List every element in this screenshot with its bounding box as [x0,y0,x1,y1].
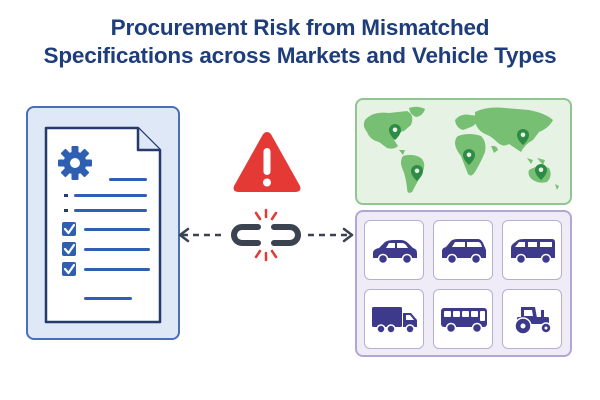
checkbox-icon [62,222,76,276]
arrow-left-icon [178,227,190,243]
broken-chain-icon [231,208,301,262]
gear-icon [58,146,92,180]
world-map-card [355,98,572,205]
vehicle-tile-sedan [364,220,424,280]
bus-icon [441,308,487,334]
title-line-2: Specifications across Markets and Vehicl… [43,43,557,68]
vehicle-tile-truck [364,289,424,349]
tractor-icon [514,307,552,335]
van-icon [511,239,555,265]
vehicle-tile-tractor [502,289,562,349]
world-map-icon [363,106,559,193]
hatchback-icon [442,239,486,265]
page-title: Procurement Risk from Mismatched Specifi… [0,14,600,70]
vehicle-types-panel [355,210,572,357]
vehicle-tile-van [502,220,562,280]
car-icon [373,240,417,265]
specification-card [26,106,180,340]
document-gear-icon [44,126,162,324]
vehicle-tile-hatchback [433,220,493,280]
location-pin-icon [389,124,547,181]
arrow-right-icon [342,227,354,243]
broken-link-connector [178,208,354,262]
warning-triangle-icon [233,132,301,192]
truck-icon [372,307,417,334]
title-line-1: Procurement Risk from Mismatched [110,15,490,40]
vehicle-tile-bus [433,289,493,349]
